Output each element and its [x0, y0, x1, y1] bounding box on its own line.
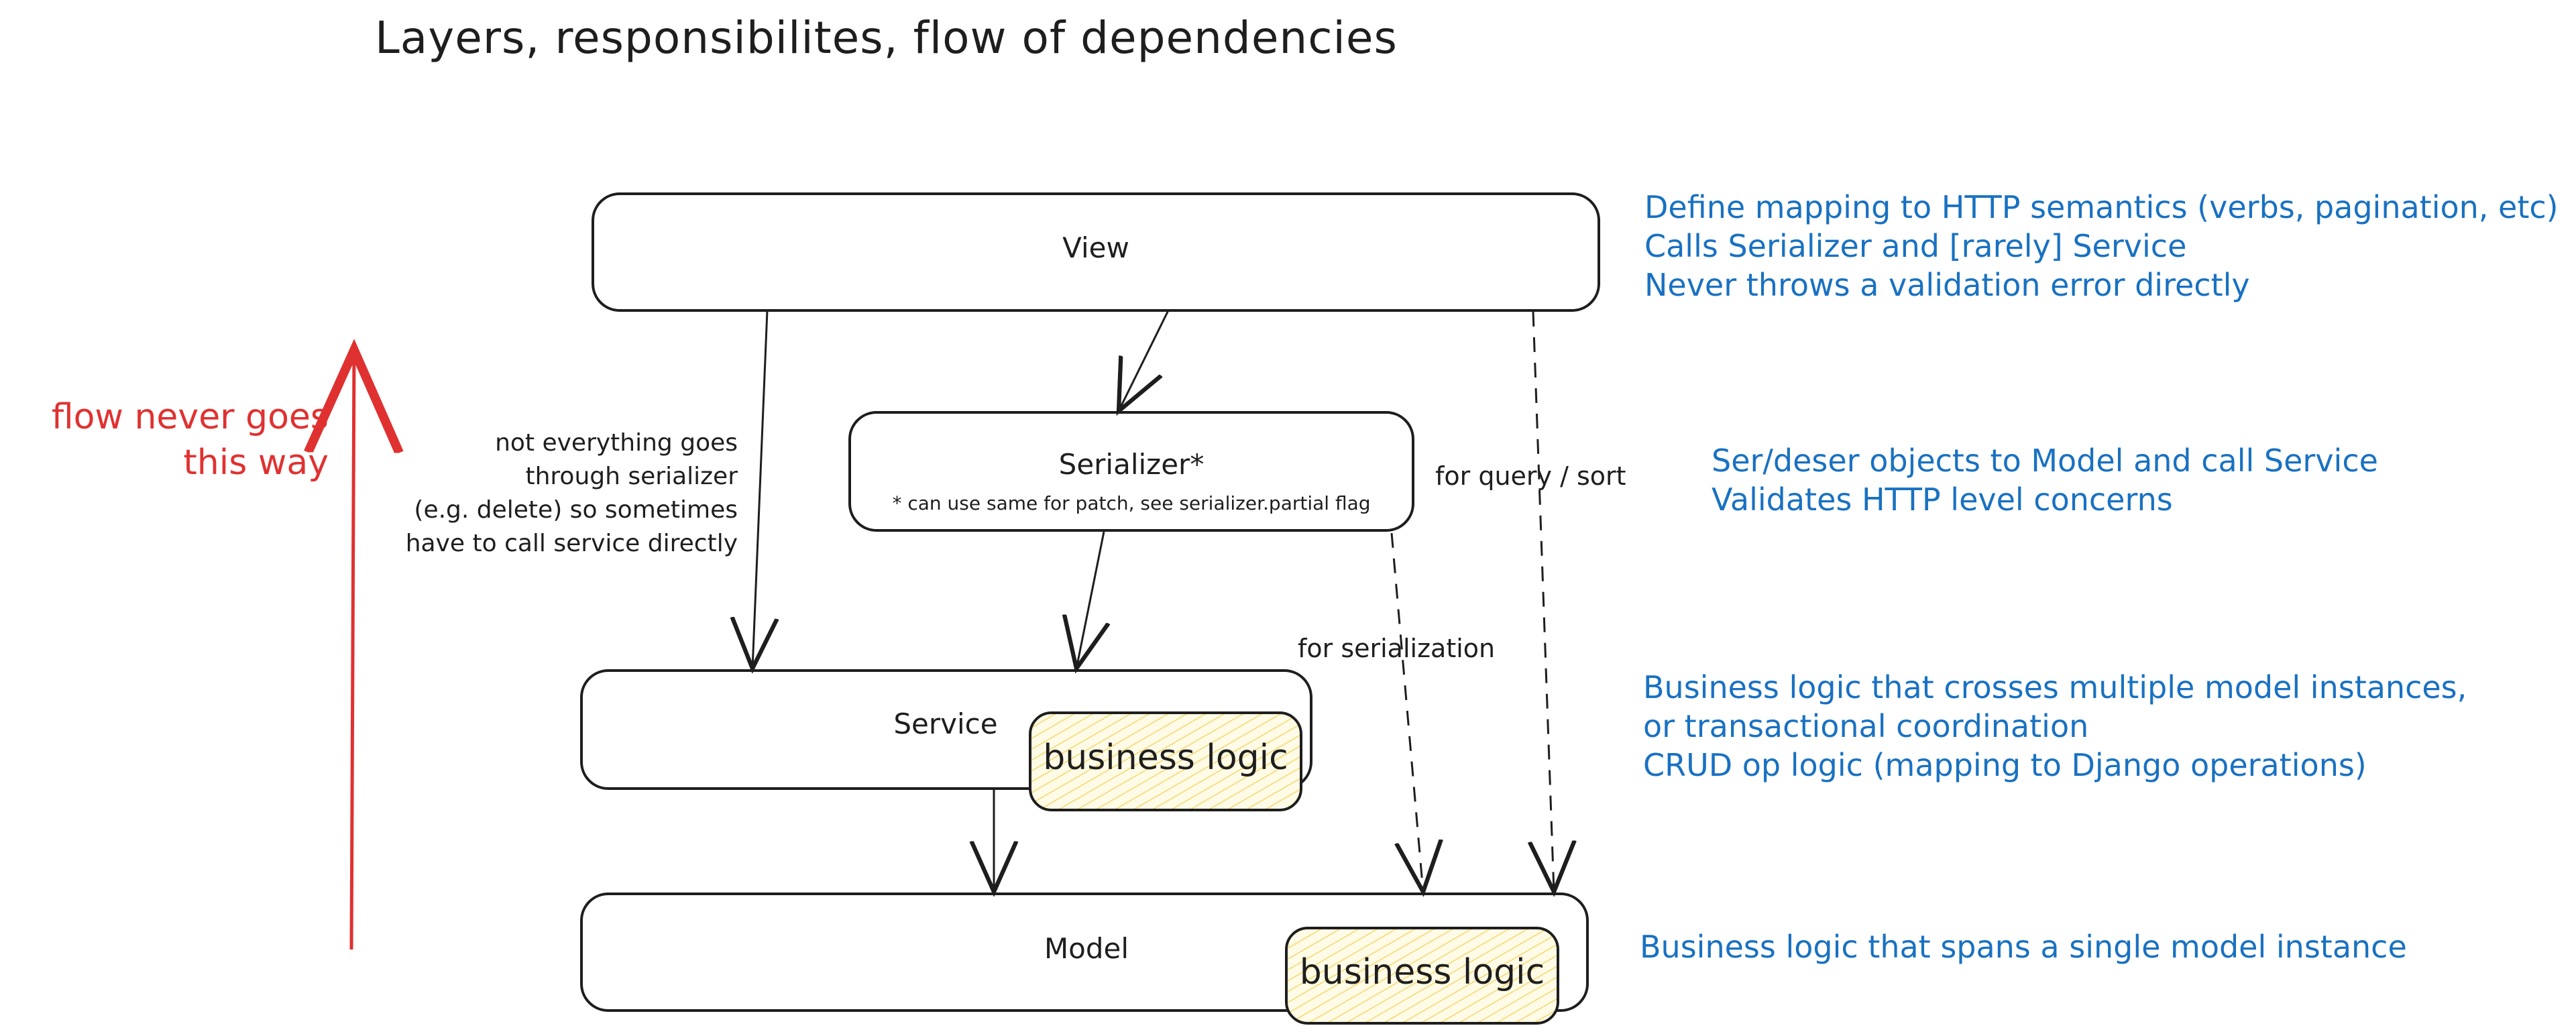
- edge-view-to-model-dashed: [1533, 311, 1554, 892]
- serializer-responsibilities: Ser/deser objects to Model and call Serv…: [1712, 441, 2378, 519]
- responsibility-line: CRUD op logic (mapping to Django operati…: [1643, 747, 2367, 783]
- side-note-line: have to call service directly: [405, 530, 738, 557]
- edge-serializer-to-service: [1076, 531, 1104, 669]
- side-note-line: not everything goes: [495, 429, 738, 457]
- edge-view-to-serializer: [1119, 310, 1170, 411]
- edge-view-to-service: [752, 310, 767, 669]
- responsibility-line: Never throws a validation error directly: [1644, 267, 2250, 303]
- model-business-logic-label: business logic: [1299, 952, 1545, 992]
- responsibility-line: Define mapping to HTTP semantics (verbs,…: [1644, 189, 2559, 225]
- side-note-line: through serializer: [525, 463, 738, 490]
- responsibility-line: Calls Serializer and [rarely] Service: [1644, 228, 2187, 264]
- edge-label-query-sort: for query / sort: [1435, 461, 1626, 491]
- view-responsibilities: Define mapping to HTTP semantics (verbs,…: [1644, 188, 2559, 304]
- model-label: Model: [1044, 932, 1129, 965]
- edge-label-serialization: for serialization: [1298, 634, 1496, 663]
- responsibility-line: or transactional coordination: [1643, 708, 2089, 744]
- view-label: View: [1062, 231, 1129, 264]
- serializer-label: Serializer*: [1058, 448, 1205, 481]
- service-label: Service: [893, 707, 998, 740]
- flow-never-arrow: [351, 350, 354, 950]
- service-business-logic-label: business logic: [1043, 738, 1288, 778]
- view-box[interactable]: [592, 192, 1600, 312]
- flow-warning: flow never goes this way: [13, 394, 329, 485]
- side-note-line: (e.g. delete) so sometimes: [414, 496, 738, 524]
- edge-serializer-to-model-dashed: [1390, 532, 1423, 892]
- flow-warning-line: flow never goes: [51, 397, 329, 437]
- side-note: not everything goes through serializer (…: [362, 426, 738, 561]
- page-title: Layers, responsibilites, flow of depende…: [375, 12, 1398, 64]
- responsibility-line: Business logic that spans a single model…: [1640, 929, 2407, 965]
- responsibility-line: Validates HTTP level concerns: [1712, 481, 2173, 518]
- model-business-logic-box[interactable]: [1285, 927, 1559, 1025]
- responsibility-line: Ser/deser objects to Model and call Serv…: [1712, 443, 2378, 479]
- serializer-footnote: * can use same for patch, see serializer…: [892, 492, 1371, 514]
- flow-warning-line: this way: [183, 443, 329, 483]
- responsibility-line: Business logic that crosses multiple mod…: [1643, 669, 2467, 705]
- model-responsibilities: Business logic that spans a single model…: [1640, 927, 2407, 966]
- service-business-logic-box[interactable]: [1029, 711, 1302, 811]
- service-responsibilities: Business logic that crosses multiple mod…: [1643, 668, 2467, 785]
